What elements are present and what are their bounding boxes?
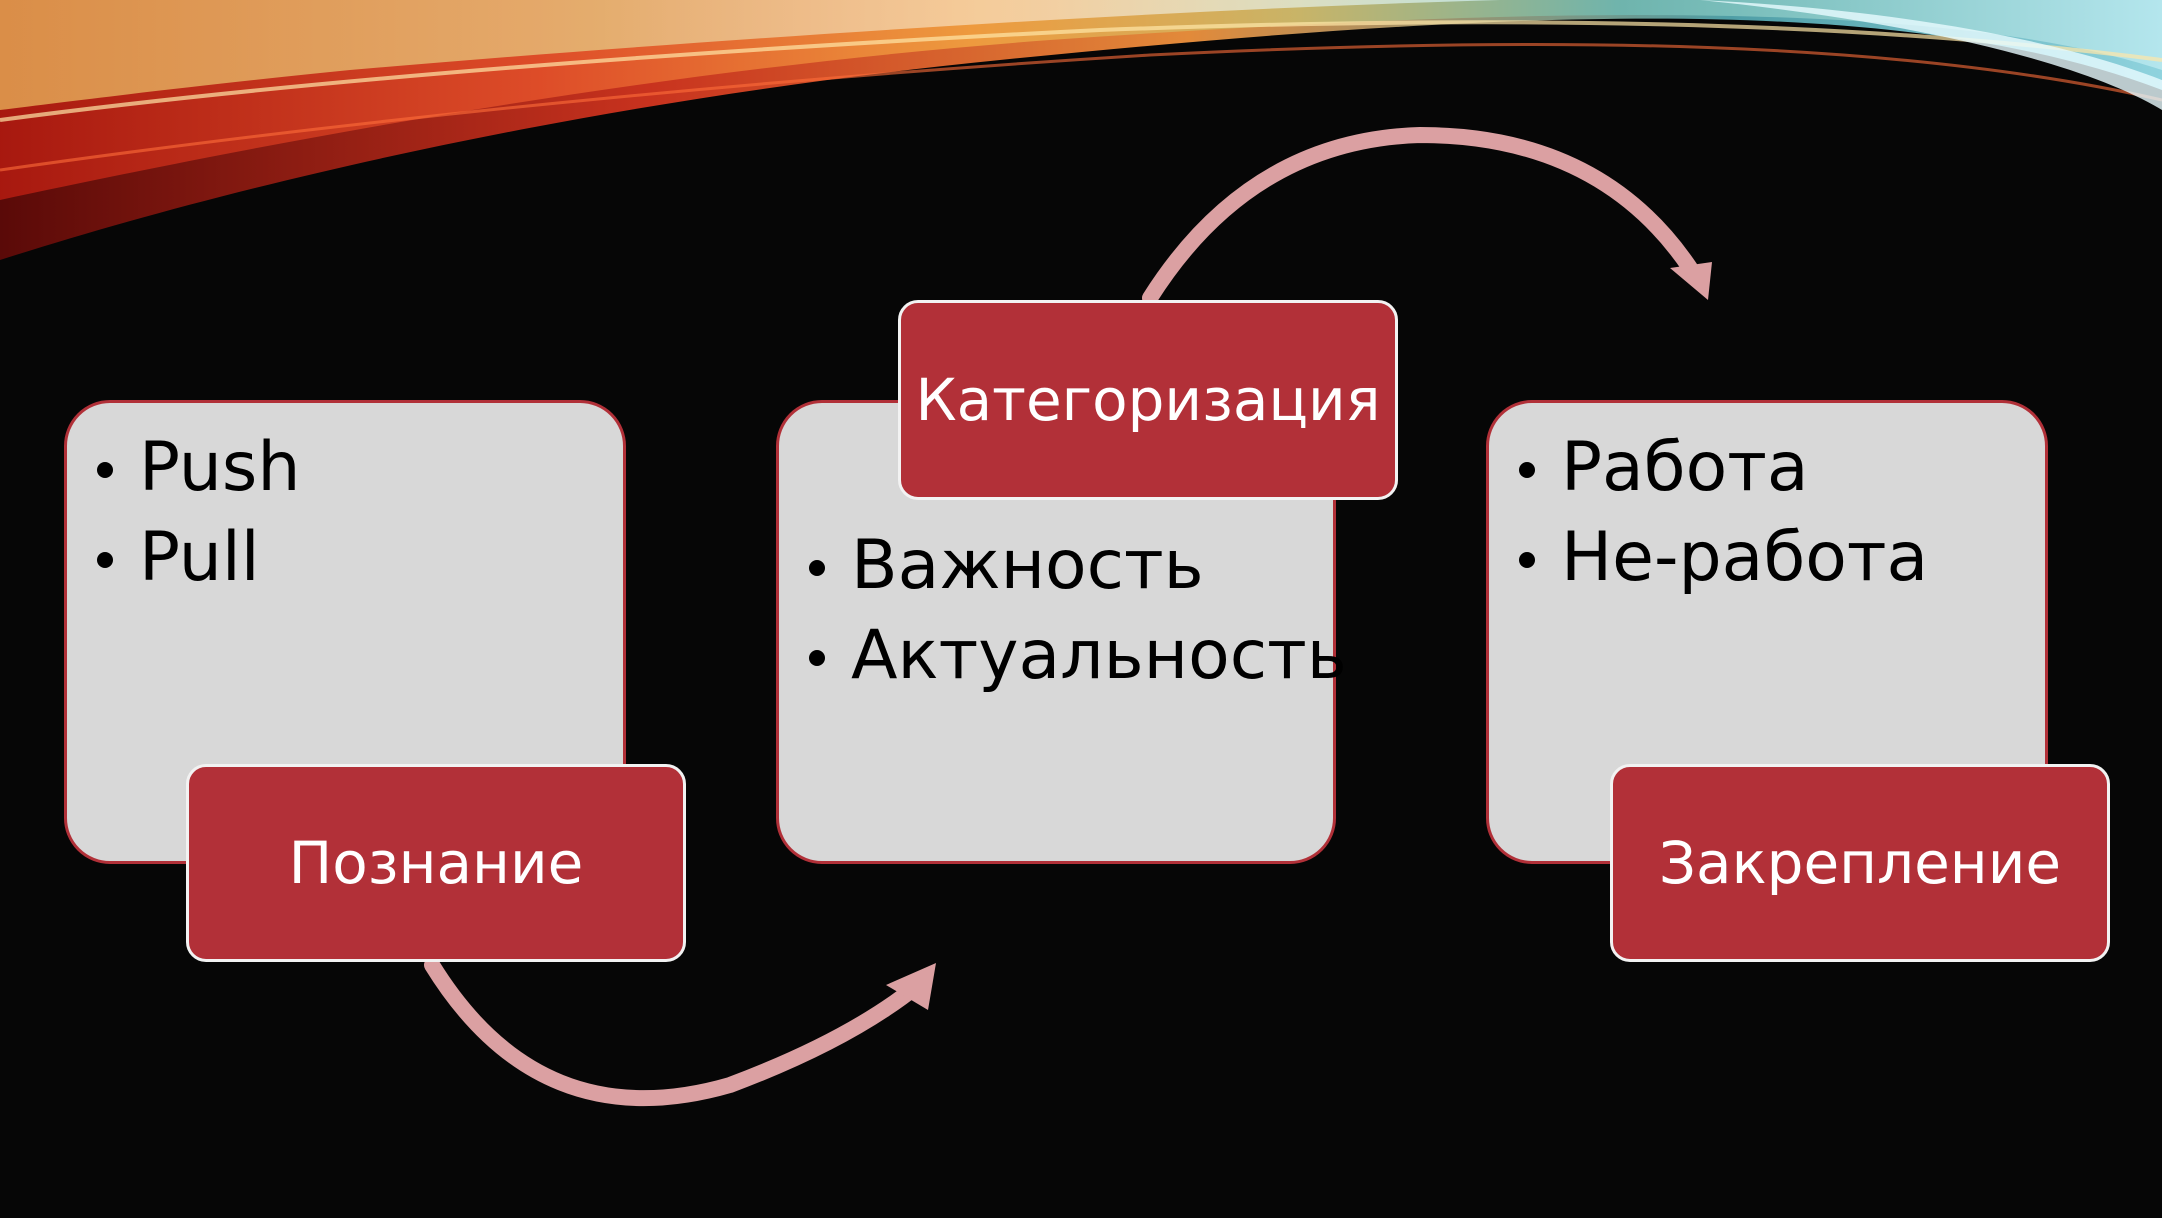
bullet-item: Актуальность <box>779 611 1347 701</box>
bullet-item: Важность <box>779 521 1333 611</box>
arrow-lower-head <box>886 963 936 1010</box>
arrow-upper-head <box>1670 262 1712 300</box>
arrow-lower <box>424 957 926 1107</box>
bullet-item: Работа <box>1489 423 2045 513</box>
step-label-1: Познание <box>186 764 686 962</box>
step-label-2: Категоризация <box>898 300 1398 500</box>
bullet-list: Push Pull <box>67 403 623 603</box>
bullet-list: Важность Актуальность <box>779 403 1347 701</box>
decorative-swoosh <box>0 0 2162 260</box>
bullet-item: Pull <box>67 513 623 603</box>
step-label-3: Закрепление <box>1610 764 2110 962</box>
bullet-list: Работа Не-работа <box>1489 403 2045 603</box>
arrow-upper <box>1142 126 1698 306</box>
bullet-item: Push <box>67 423 623 513</box>
bullet-item: Не-работа <box>1489 513 2045 603</box>
